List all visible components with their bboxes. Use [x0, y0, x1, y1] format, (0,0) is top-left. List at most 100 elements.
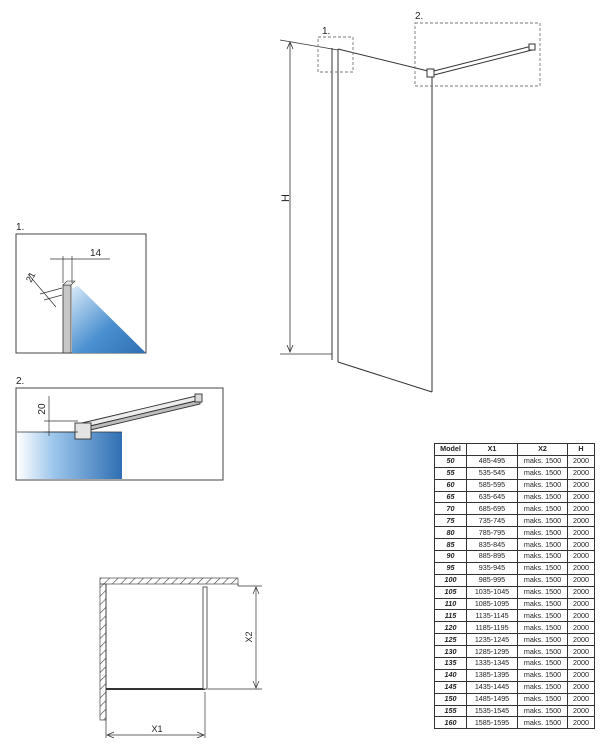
- table-cell-model: 105: [434, 585, 467, 599]
- header-h: H: [567, 443, 595, 456]
- table-cell-x2: maks. 1500: [517, 645, 568, 659]
- table-cell-x1: 1335-1345: [466, 657, 518, 670]
- table-cell-h: 2000: [567, 680, 595, 694]
- table-cell-x1: 1535-1545: [466, 704, 518, 718]
- table-cell-model: 60: [434, 478, 467, 492]
- plan-view: X2 X1: [99, 577, 262, 739]
- table-cell-x2: maks. 1500: [517, 680, 568, 694]
- table-cell-model: 100: [434, 573, 467, 587]
- table-cell-x2: maks. 1500: [517, 538, 568, 552]
- table-cell-h: 2000: [567, 704, 595, 718]
- x1-label: X1: [151, 724, 162, 734]
- table-cell-h: 2000: [567, 597, 595, 611]
- detail-1-glass: [72, 286, 146, 353]
- table-cell-x2: maks. 1500: [517, 597, 568, 611]
- table-cell-x2: maks. 1500: [517, 621, 568, 635]
- table-cell-h: 2000: [567, 621, 595, 635]
- table-cell-x2: maks. 1500: [517, 704, 568, 718]
- header-model: Model: [434, 443, 467, 456]
- table-cell-model: 160: [434, 716, 467, 730]
- table-cell-h: 2000: [567, 609, 595, 623]
- table-cell-x1: 1435-1445: [466, 680, 518, 694]
- table-cell-x2: maks. 1500: [517, 561, 568, 575]
- table-cell-model: 150: [434, 692, 467, 706]
- glass-panel: [331, 48, 433, 393]
- table-cell-h: 2000: [567, 502, 595, 516]
- detail-2-glass: [17, 432, 122, 479]
- left-wall: [99, 583, 107, 721]
- table-cell-x1: 485-495: [466, 454, 518, 468]
- table-cell-x1: 735-745: [466, 514, 518, 528]
- table-cell-h: 2000: [567, 466, 595, 480]
- table-cell-x1: 1135-1145: [466, 609, 518, 623]
- table-cell-x2: maks. 1500: [517, 692, 568, 706]
- table-cell-h: 2000: [567, 454, 595, 468]
- table-cell-model: 90: [434, 550, 467, 563]
- table-cell-model: 115: [434, 609, 467, 623]
- table-cell-h: 2000: [567, 550, 595, 563]
- table-cell-x2: maks. 1500: [517, 550, 568, 563]
- header-x1: X1: [466, 443, 518, 456]
- table-cell-x2: maks. 1500: [517, 609, 568, 623]
- table-cell-h: 2000: [567, 490, 595, 504]
- table-cell-x1: 1035-1045: [466, 585, 518, 599]
- detail-2-dimension-20: [44, 396, 78, 436]
- table-cell-x1: 1385-1395: [466, 668, 518, 682]
- table-cell-x2: maks. 1500: [517, 514, 568, 528]
- detail-1-dimension-14: [50, 256, 110, 283]
- table-cell-x2: maks. 1500: [517, 585, 568, 599]
- height-label: H: [280, 194, 292, 202]
- stabilizing-bar: [426, 43, 536, 78]
- table-cell-h: 2000: [567, 478, 595, 492]
- table-cell-model: 70: [434, 502, 467, 516]
- main-view: H 1. 2.: [279, 11, 541, 393]
- table-cell-model: 95: [434, 561, 467, 575]
- table-cell-x1: 535-545: [466, 466, 518, 480]
- callout-box-2: [414, 22, 541, 87]
- table-cell-model: 140: [434, 668, 467, 682]
- table-cell-h: 2000: [567, 645, 595, 659]
- detail-2: 2. 20: [15, 376, 224, 481]
- table-cell-x1: 1285-1295: [466, 645, 518, 659]
- table-cell-x1: 785-795: [466, 526, 518, 540]
- table-cell-model: 80: [434, 526, 467, 540]
- detail-1-dim-side: 21: [24, 270, 38, 284]
- detail-1-title: 1.: [16, 222, 24, 233]
- top-wall: [99, 577, 239, 585]
- table-cell-model: 65: [434, 490, 467, 504]
- detail-2-title: 2.: [16, 376, 24, 387]
- table-header-row: Model X1 X2 H: [434, 443, 595, 456]
- table-cell-h: 2000: [567, 657, 595, 670]
- table-cell-x2: maks. 1500: [517, 668, 568, 682]
- table-cell-h: 2000: [567, 668, 595, 682]
- table-cell-model: 50: [434, 454, 467, 468]
- table-cell-h: 2000: [567, 561, 595, 575]
- table-cell-x2: maks. 1500: [517, 716, 568, 730]
- table-cell-x2: maks. 1500: [517, 454, 568, 468]
- detail-1: 1. 14 21: [15, 222, 147, 354]
- table-cell-x1: 1485-1495: [466, 692, 518, 706]
- table-cell-model: 120: [434, 621, 467, 635]
- detail-1-profile: [62, 284, 72, 354]
- table-cell-x2: maks. 1500: [517, 633, 568, 647]
- table-cell-h: 2000: [567, 526, 595, 540]
- table-cell-x2: maks. 1500: [517, 490, 568, 504]
- table-cell-model: 155: [434, 704, 467, 718]
